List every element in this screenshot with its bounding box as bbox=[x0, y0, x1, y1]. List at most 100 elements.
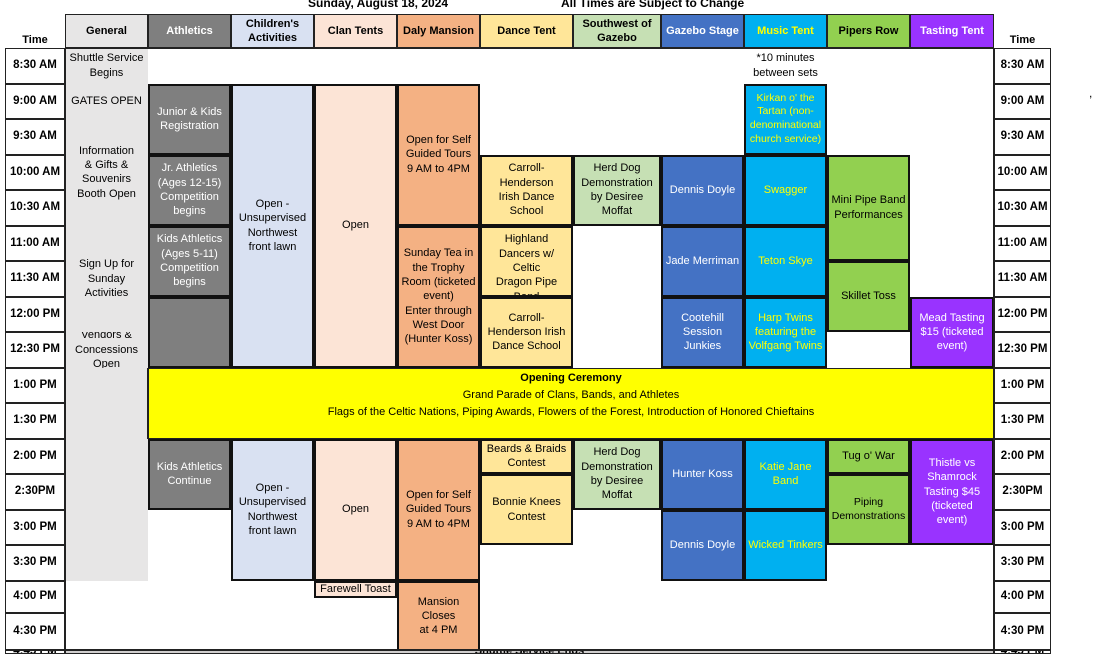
time-label: 11:30 AM bbox=[994, 261, 1051, 297]
time-label: 2:30PM bbox=[994, 474, 1051, 510]
schedule-date: Sunday, August 18, 2024 bbox=[308, 0, 449, 10]
time-label: 4:30 PM bbox=[5, 613, 65, 650]
event-cell: Open for Self Guided Tours 9 AM to 4PM bbox=[397, 83, 480, 226]
event-cell: Junior & Kids Registration bbox=[148, 83, 231, 155]
event-cell: Hunter Koss bbox=[661, 438, 744, 510]
event-cell: Mini Pipe Band Performances bbox=[827, 154, 910, 261]
time-label: 4:00 PM bbox=[5, 580, 65, 613]
column-header: Pipers Row bbox=[827, 14, 910, 48]
event-cell: Missoula Highland Dancers w/ Celtic Drag… bbox=[480, 225, 573, 297]
event-cell: Skillet Toss bbox=[827, 261, 910, 332]
event-cell: Carroll- Henderson Irish Dance School bbox=[480, 296, 573, 368]
time-label: 10:00 AM bbox=[994, 154, 1051, 190]
time-label: 11:30 AM bbox=[5, 261, 65, 297]
event-cell: GATES OPEN bbox=[65, 83, 148, 119]
time-label: 8:30 AM bbox=[5, 48, 65, 84]
event-cell: Tug o' War bbox=[827, 438, 910, 474]
event-cell: Katie Jane Band bbox=[744, 438, 827, 510]
event-cell: Open - Unsupervised Northwest front lawn bbox=[231, 83, 314, 368]
time-label: 10:30 AM bbox=[5, 190, 65, 226]
time-label: 12:30 PM bbox=[994, 332, 1051, 368]
event-cell: Farewell Toast bbox=[314, 580, 397, 599]
stray-mark: , bbox=[1089, 86, 1093, 100]
column-header: Clan Tents bbox=[314, 14, 397, 48]
time-label: 12:00 PM bbox=[5, 296, 65, 332]
event-cell: Shuttle Service Begins bbox=[65, 48, 148, 84]
event-cell bbox=[148, 296, 231, 368]
time-label: 1:30 PM bbox=[994, 403, 1051, 439]
time-header-left: Time bbox=[22, 33, 48, 46]
event-cell: Jr. Athletics (Ages 12-15) Competition b… bbox=[148, 154, 231, 226]
time-label: 12:00 PM bbox=[994, 296, 1051, 332]
event-cell: Bonnie Knees Contest bbox=[480, 474, 573, 545]
time-label: 1:00 PM bbox=[994, 367, 1051, 403]
event-cell: Piping Demonstrations bbox=[827, 474, 910, 545]
time-label: 4:30 PM bbox=[994, 613, 1051, 650]
time-label: 9:00 AM bbox=[5, 83, 65, 119]
ceremony-title: Opening Ceremony bbox=[520, 371, 622, 384]
time-label: 3:00 PM bbox=[994, 509, 1051, 545]
event-cell: Herd Dog Demonstration by Desiree Moffat bbox=[573, 154, 661, 226]
time-label: 8:30 AM bbox=[994, 48, 1051, 84]
time-label: 2:30PM bbox=[5, 474, 65, 510]
time-label: 9:00 AM bbox=[994, 83, 1051, 119]
event-cell: Sign Up for Sunday Activities bbox=[65, 225, 148, 332]
event-cell: Carroll-Henderson Irish Dance School bbox=[480, 154, 573, 226]
column-header: Southwest of Gazebo bbox=[573, 14, 661, 48]
time-label: 11:00 AM bbox=[994, 225, 1051, 261]
time-label: 12:30 PM bbox=[5, 332, 65, 368]
time-label: 9:30 AM bbox=[5, 119, 65, 155]
event-cell: Dennis Doyle bbox=[661, 509, 744, 581]
event-cell: Sunday Tea in the Trophy Room (ticketed … bbox=[397, 225, 480, 368]
event-cell: Kids Athletics (Ages 5-11) Competition b… bbox=[148, 225, 231, 297]
event-cell: Mead Tasting $15 (ticketed event) bbox=[910, 296, 994, 368]
time-label: 2:00 PM bbox=[5, 438, 65, 474]
event-cell: Kids Athletics Continue bbox=[148, 438, 231, 510]
column-header: Dance Tent bbox=[480, 14, 573, 48]
ceremony-line1: Grand Parade of Clans, Bands, and Athlet… bbox=[462, 388, 680, 401]
column-header: General bbox=[65, 14, 148, 48]
event-cell: Open - Unsupervised Northwest front lawn bbox=[231, 438, 314, 581]
time-label: 10:30 AM bbox=[994, 190, 1051, 226]
column-header: Music Tent bbox=[744, 14, 827, 48]
event-cell: Information & Gifts & Souvenirs Booth Op… bbox=[65, 119, 148, 226]
time-label: 3:30 PM bbox=[994, 545, 1051, 581]
event-cell: Kirkan o' the Tartan (non- denominationa… bbox=[744, 83, 827, 155]
event-cell: Dennis Doyle bbox=[661, 154, 744, 226]
event-cell: Beards & Braids Contest bbox=[480, 438, 573, 474]
event-cell: Vendors & Concessions Open bbox=[65, 332, 148, 368]
event-cell: Herd Dog Demonstration by Desiree Moffat bbox=[573, 438, 661, 510]
time-label: 1:30 PM bbox=[5, 403, 65, 439]
event-cell: Cootehill Session Junkies bbox=[661, 296, 744, 368]
time-label: 3:00 PM bbox=[5, 509, 65, 545]
column-header: Gazebo Stage bbox=[661, 14, 744, 48]
event-cell: Open bbox=[314, 438, 397, 581]
event-cell: Wicked Tinkers bbox=[744, 509, 827, 581]
schedule-note: All Times are Subject to Change bbox=[561, 0, 745, 10]
column-header: Children's Activities bbox=[231, 14, 314, 48]
event-cell: Swagger bbox=[744, 154, 827, 226]
time-label: 11:00 AM bbox=[5, 225, 65, 261]
event-cell: Jade Merriman bbox=[661, 225, 744, 297]
event-cell: Open for Self Guided Tours 9 AM to 4PM bbox=[397, 438, 480, 581]
column-header: Tasting Tent bbox=[910, 14, 994, 48]
column-header: Athletics bbox=[148, 14, 231, 48]
time-label: 3:30 PM bbox=[5, 545, 65, 581]
time-label: 2:00 PM bbox=[994, 438, 1051, 474]
ceremony-line2: Flags of the Celtic Nations, Piping Awar… bbox=[327, 405, 815, 418]
time-label: 10:00 AM bbox=[5, 154, 65, 190]
event-cell: Teton Skye bbox=[744, 225, 827, 297]
time-label: 4:00 PM bbox=[994, 580, 1051, 613]
time-label: 9:30 AM bbox=[994, 119, 1051, 155]
event-cell bbox=[65, 438, 148, 581]
event-cell: Open bbox=[314, 83, 397, 368]
event-cell: Harp Twins featuring the Volfgang Twins bbox=[744, 296, 827, 368]
column-header: Daly Mansion bbox=[397, 14, 480, 48]
event-cell: Mansion Closes at 4 PM bbox=[397, 580, 480, 652]
music-note: *10 minutes between sets bbox=[753, 52, 818, 79]
event-cell: Thistle vs Shamrock Tasting $45 (tickete… bbox=[910, 438, 994, 545]
time-label: 1:00 PM bbox=[5, 367, 65, 403]
time-header-right: Time bbox=[1009, 33, 1036, 46]
